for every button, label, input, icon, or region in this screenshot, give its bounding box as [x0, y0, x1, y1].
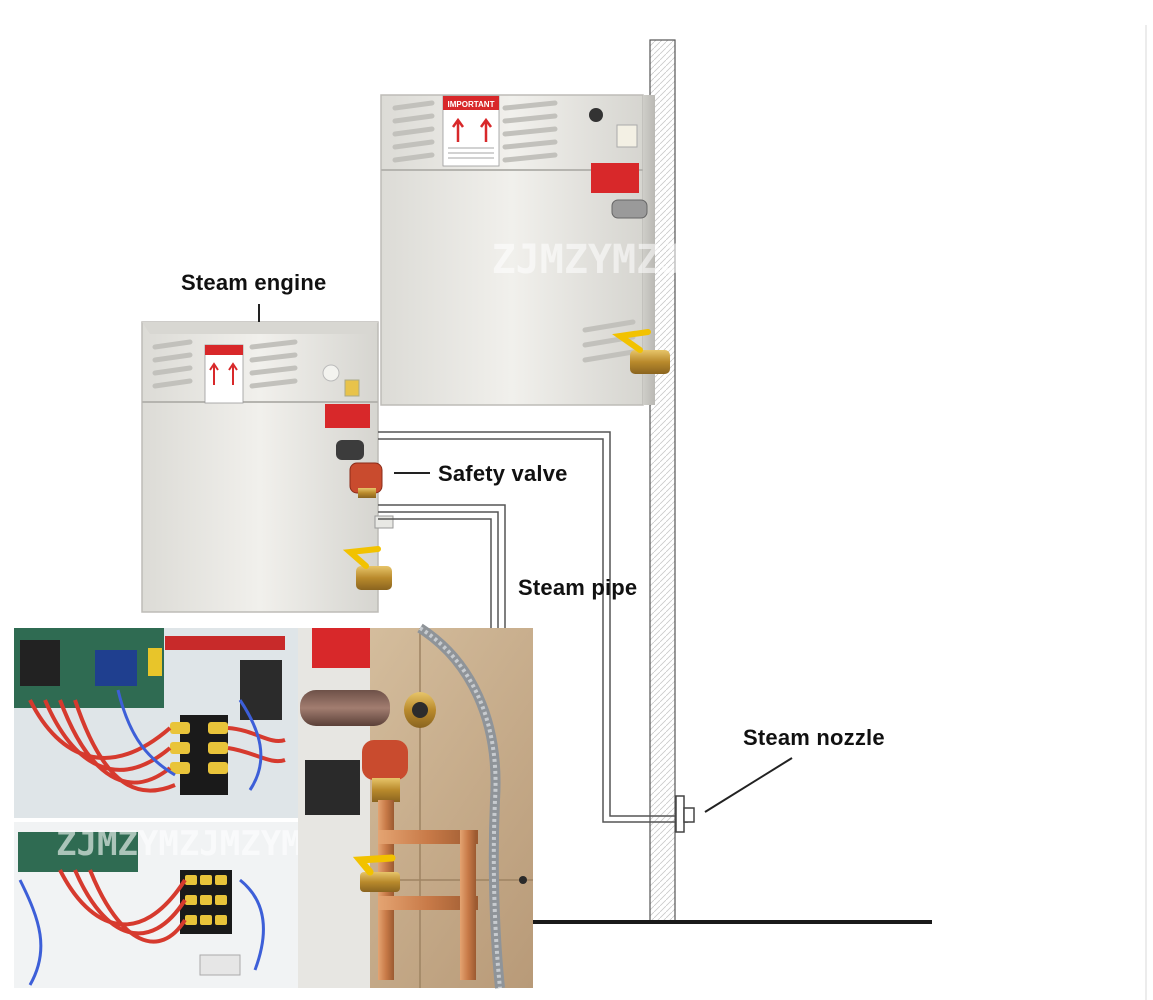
- label-safety-valve: Safety valve: [438, 461, 568, 486]
- inset-photo-pipework: [298, 623, 533, 989]
- steam-unit-front: [141, 304, 394, 613]
- label-steam-engine: Steam engine: [181, 270, 327, 295]
- steam-unit-upper: IMPORTANT ZJMZYMZJMZ: [380, 94, 733, 406]
- label-steam-nozzle: Steam nozzle: [743, 725, 885, 750]
- steam-pipe-lines: [378, 431, 688, 823]
- sticker-title: IMPORTANT: [448, 100, 495, 109]
- watermark-upper: ZJMZYMZJMZ: [492, 237, 733, 283]
- label-steam-pipe: Steam pipe: [518, 575, 638, 600]
- callout-steam-nozzle: [704, 757, 793, 813]
- steam-nozzle-fitting: [675, 795, 695, 833]
